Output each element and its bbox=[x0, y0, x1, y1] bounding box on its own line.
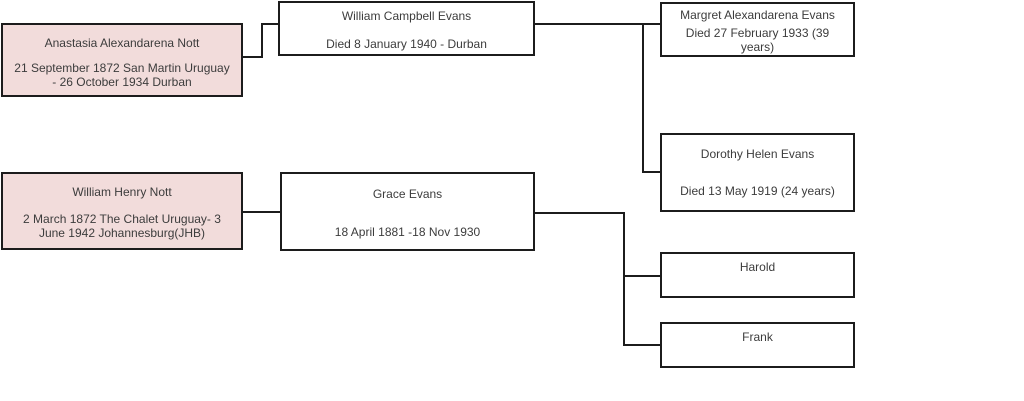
person-box-frank[interactable]: Frank bbox=[660, 322, 855, 368]
person-box-anastasia-nott[interactable]: Anastasia Alexandarena Nott 21 September… bbox=[1, 23, 243, 97]
person-box-william-campbell-evans[interactable]: William Campbell Evans Died 8 January 19… bbox=[278, 1, 535, 56]
person-box-margret-evans[interactable]: Margret Alexandarena Evans Died 27 Febru… bbox=[660, 2, 855, 57]
person-name: William Campbell Evans bbox=[341, 9, 472, 23]
person-name: Margret Alexandarena Evans bbox=[680, 8, 835, 22]
person-box-dorothy-evans[interactable]: Dorothy Helen Evans Died 13 May 1919 (24… bbox=[660, 133, 855, 212]
person-details: 21 September 1872 San Martin Uruguay - 2… bbox=[14, 61, 230, 89]
person-name: William Henry Nott bbox=[72, 185, 172, 199]
connector-william-to-grace-h bbox=[243, 211, 280, 213]
connector-evans-to-margret-h bbox=[535, 23, 660, 25]
person-details: Died 13 May 1919 (24 years) bbox=[680, 184, 835, 198]
person-details: Died 27 February 1933 (39 years) bbox=[685, 26, 830, 54]
connector-to-harold-h bbox=[623, 275, 660, 277]
person-box-grace-evans[interactable]: Grace Evans 18 April 1881 -18 Nov 1930 bbox=[280, 172, 535, 251]
connector-anastasia-to-spouse-h bbox=[243, 56, 263, 58]
person-details: 2 March 1872 The Chalet Uruguay- 3 June … bbox=[23, 212, 221, 240]
person-name: Harold bbox=[739, 260, 776, 274]
connector-grace-to-trunk-h bbox=[535, 212, 625, 214]
person-name: Anastasia Alexandarena Nott bbox=[44, 36, 200, 50]
connector-children-trunk-top-v bbox=[642, 23, 644, 173]
connector-children-trunk-bottom-v bbox=[623, 212, 625, 346]
person-details: 18 April 1881 -18 Nov 1930 bbox=[334, 225, 481, 239]
person-details: Died 8 January 1940 - Durban bbox=[326, 37, 487, 51]
connector-spouse-join-h bbox=[261, 23, 278, 25]
person-name: Dorothy Helen Evans bbox=[700, 147, 815, 161]
connector-to-frank-h bbox=[623, 344, 660, 346]
connector-to-dorothy-h bbox=[642, 171, 660, 173]
person-box-william-henry-nott[interactable]: William Henry Nott 2 March 1872 The Chal… bbox=[1, 172, 243, 250]
person-name: Grace Evans bbox=[372, 187, 443, 201]
person-name: Frank bbox=[742, 330, 773, 344]
person-box-harold[interactable]: Harold bbox=[660, 252, 855, 298]
connector-anastasia-to-spouse-v bbox=[261, 23, 263, 58]
